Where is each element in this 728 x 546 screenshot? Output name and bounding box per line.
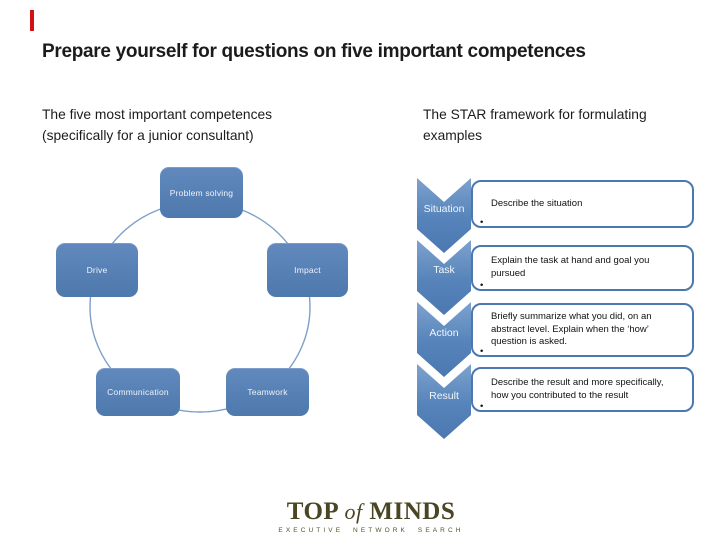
- chevron-situation: [417, 178, 471, 253]
- cycle-node-label: Drive: [86, 265, 108, 275]
- right-section-heading: The STAR framework for formulating examp…: [423, 107, 647, 143]
- top-of-minds-logo: TOP of MINDS EXECUTIVE NETWORK SEARCH: [278, 498, 464, 534]
- bullet-icon: •: [480, 279, 484, 291]
- slide-title: Prepare yourself for questions on five i…: [42, 40, 586, 62]
- bullet-icon: •: [480, 345, 484, 357]
- chevron-task: [417, 240, 471, 315]
- cycle-node-label: Impact: [294, 265, 321, 275]
- logo-tagline: EXECUTIVE NETWORK SEARCH: [278, 527, 464, 534]
- star-framework-diagram: Situation Task Action Result • Describe …: [417, 178, 695, 440]
- cycle-node-label: Teamwork: [247, 387, 288, 397]
- left-section-heading: The five most important competences (spe…: [42, 107, 273, 143]
- star-box-situation: • Describe the situation: [471, 180, 694, 228]
- star-box-text: Explain the task at hand and goal you pu…: [491, 255, 650, 279]
- star-box-result: • Describe the result and more specifica…: [471, 367, 694, 412]
- star-label-situation: Situation: [423, 203, 465, 215]
- bullet-icon: •: [480, 216, 484, 228]
- cycle-node-teamwork: Teamwork: [226, 368, 309, 416]
- cycle-node-label: Problem solving: [169, 187, 234, 198]
- cycle-node-problem-solving: Problem solving: [160, 167, 243, 218]
- star-box-action: • Briefly summarize what you did, on an …: [471, 303, 694, 357]
- star-box-text: Describe the result and more specificall…: [491, 376, 664, 401]
- star-label-action: Action: [429, 327, 459, 339]
- chevron-action: [417, 302, 471, 377]
- cycle-node-communication: Communication: [96, 368, 180, 416]
- star-label-task: Task: [433, 264, 455, 276]
- chevron-result: [417, 364, 471, 439]
- star-box-task: • Explain the task at hand and goal you …: [471, 245, 694, 291]
- cycle-node-impact: Impact: [267, 243, 348, 297]
- star-label-result: Result: [429, 390, 459, 402]
- logo-word-top: TOP: [286, 498, 338, 525]
- star-box-text: Describe the situation: [491, 197, 583, 209]
- logo-word-of: of: [344, 499, 363, 524]
- logo-wordmark: TOP of MINDS: [278, 498, 464, 526]
- slide-accent-marker: [30, 10, 34, 31]
- cycle-node-drive: Drive: [56, 243, 138, 297]
- star-box-text: Briefly summarize what you did, on an ab…: [491, 310, 652, 348]
- cycle-node-label: Communication: [107, 387, 169, 397]
- logo-word-minds: MINDS: [369, 498, 456, 525]
- bullet-icon: •: [480, 400, 484, 412]
